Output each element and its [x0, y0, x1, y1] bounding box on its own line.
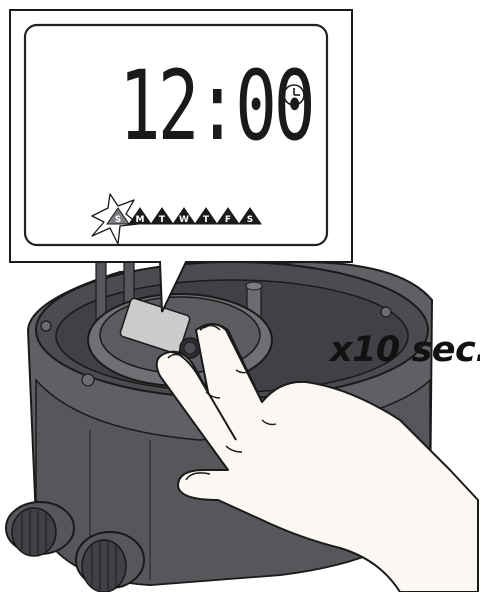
- day-label: T: [159, 215, 166, 225]
- lcd-time-readout: 12:00: [119, 56, 241, 156]
- day-label: M: [136, 215, 145, 225]
- day-label: T: [203, 215, 210, 225]
- day-label: S: [247, 215, 253, 225]
- day-label: W: [179, 215, 189, 225]
- day-label: S: [115, 215, 121, 225]
- day-label: F: [225, 215, 231, 225]
- duration-instruction: x10 sec.: [330, 330, 480, 370]
